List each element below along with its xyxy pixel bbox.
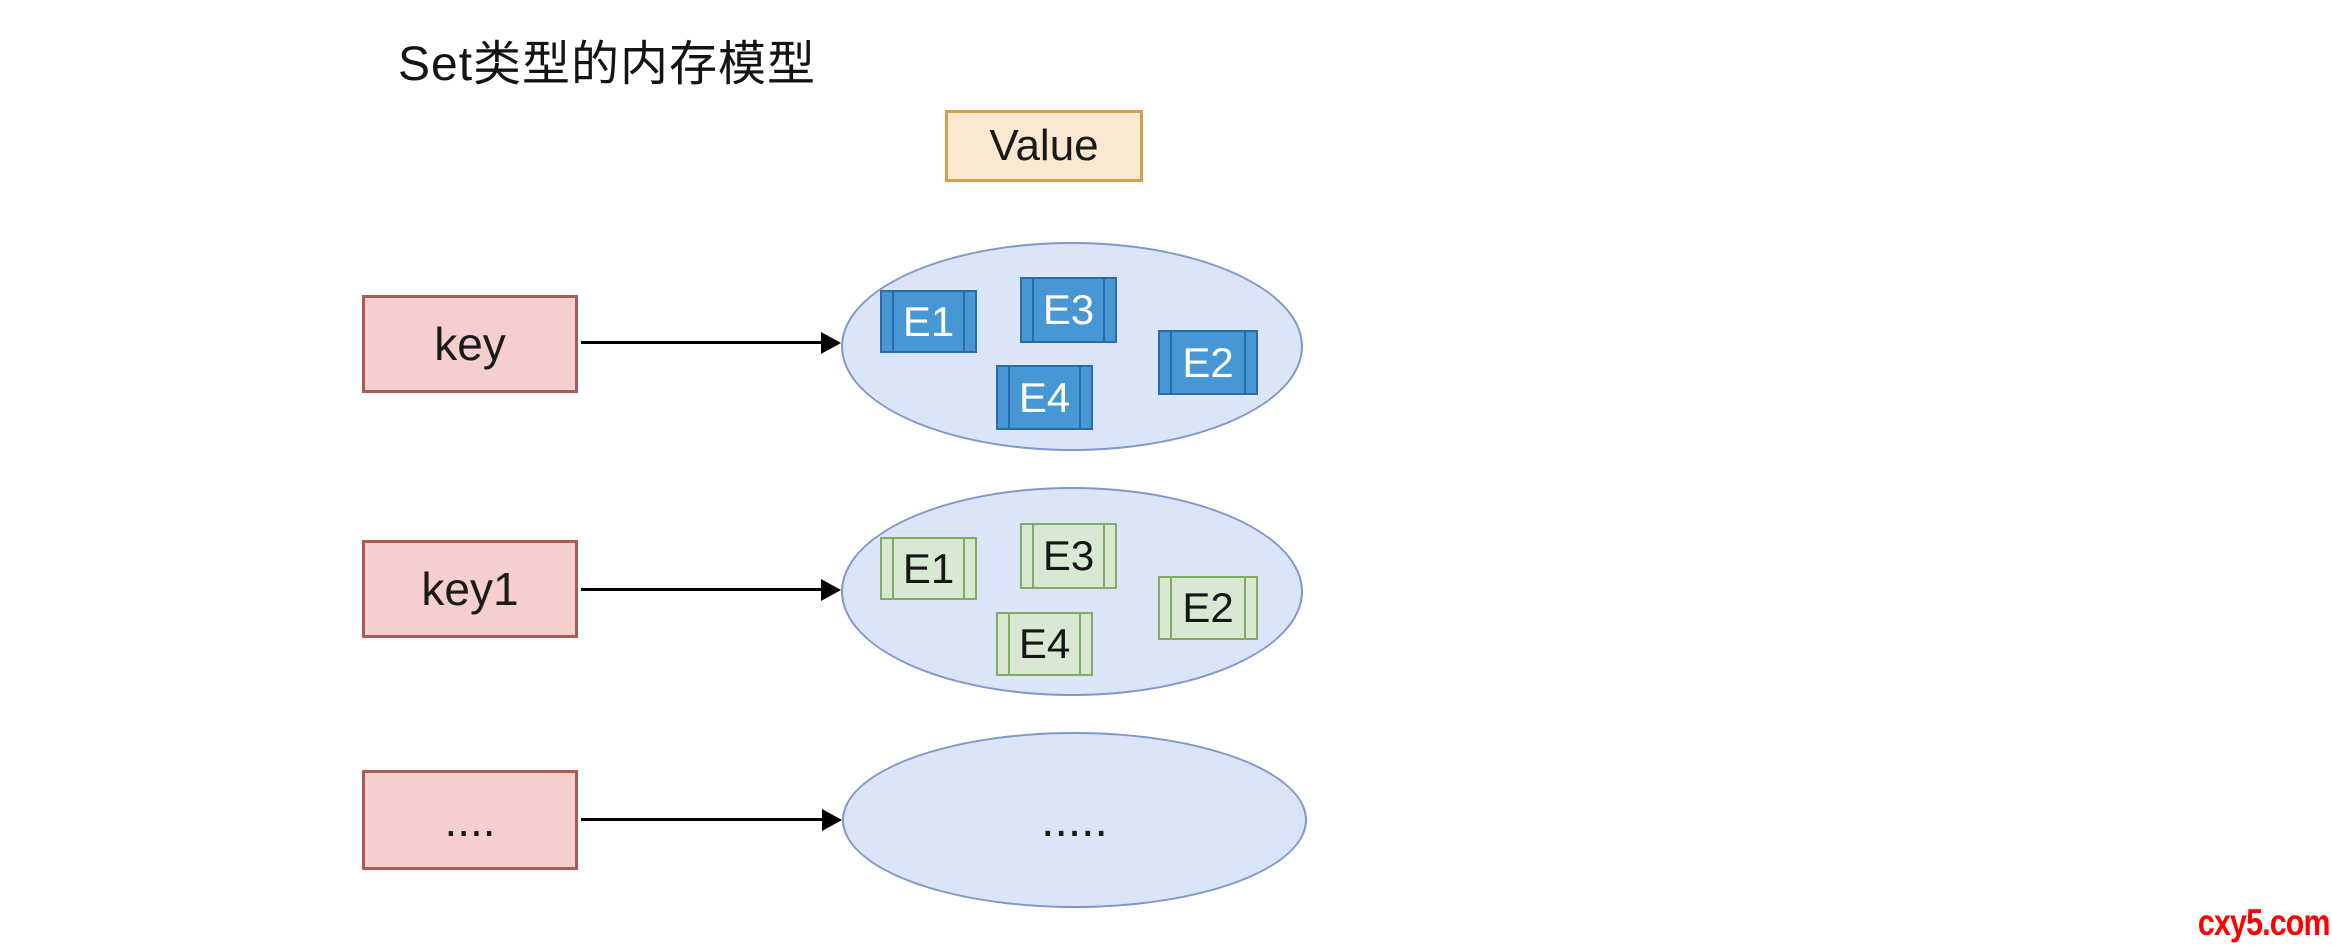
site-watermark: cxy5.com [2198,902,2331,943]
key-label-row1: key [434,318,506,370]
key-box-row1: key [362,295,578,393]
arrow-row2 [581,588,821,591]
diagram-title: Set类型的内存模型 [398,38,817,91]
arrow-row3 [581,818,822,821]
set-element-label: E2 [1182,584,1234,631]
key-box-row3: .... [362,770,578,870]
set-element-label: E3 [1042,286,1095,333]
key-label-row2: key1 [421,563,519,615]
value-header-label: Value [989,121,1099,170]
set-element-box: E3 [1020,523,1117,589]
key-label-row3: .... [444,794,496,846]
set-element-label: E1 [902,297,955,345]
set-element-label: E4 [1018,620,1071,667]
set-element-box: E1 [880,537,977,600]
key-box-row2: key1 [362,540,578,638]
set-element-label: E1 [902,544,955,592]
set-element-box: E2 [1158,576,1258,640]
set-element-label: E4 [1018,373,1071,421]
arrow-row1 [581,341,821,344]
value-header-box: Value [945,110,1143,182]
set-element-box: E4 [996,612,1093,676]
set-ellipse-row3: ..... [842,732,1307,908]
set-element-box: E4 [996,365,1093,430]
set-element-box: E3 [1020,277,1117,343]
set-element-label: E2 [1182,338,1234,386]
set-element-box: E1 [880,290,977,353]
set-element-label: E3 [1042,532,1095,579]
set-element-box: E2 [1158,330,1258,395]
set-ellipsis-label: ..... [1041,793,1108,847]
